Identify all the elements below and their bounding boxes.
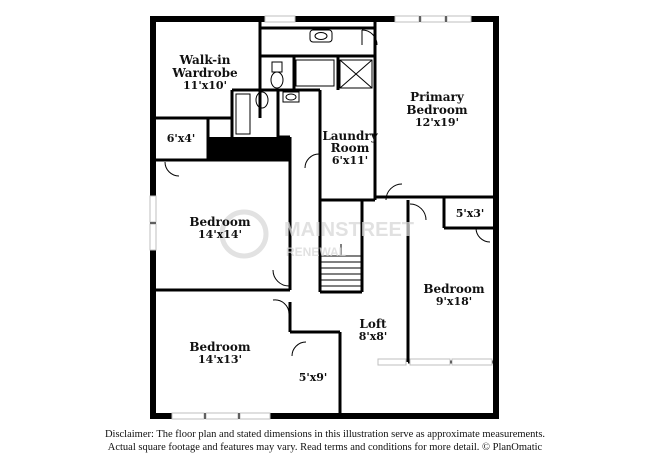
closet-5x3-label: 5'x3' xyxy=(456,207,485,220)
laundry-room-label: Laundry Room 6'x11' xyxy=(322,129,378,167)
disclaimer-line2: Actual square footage and features may v… xyxy=(107,442,543,453)
room-dimension: 14'x14' xyxy=(198,228,242,241)
room-name: Bedroom xyxy=(189,215,250,229)
bath-fixtures xyxy=(235,29,373,135)
staircase xyxy=(320,244,362,287)
room-dimension: 6'x11' xyxy=(332,154,368,167)
bedroom-right-label: Bedroom 9'x18' xyxy=(423,282,484,308)
room-name-line1: Walk-in xyxy=(179,53,231,67)
bedroom-left-top-label: Bedroom 14'x14' xyxy=(189,215,250,241)
windows xyxy=(149,15,493,420)
room-name: Bedroom xyxy=(189,340,250,354)
room-dimension: 5'x3' xyxy=(456,207,485,220)
room-dimension: 6'x4' xyxy=(167,132,196,145)
watermark-line2: RENEWAL xyxy=(286,245,346,259)
room-dimension: 11'x10' xyxy=(183,79,227,92)
closet-6x4-label: 6'x4' xyxy=(167,132,196,145)
room-name-line2: Room xyxy=(331,141,370,155)
loft-label: Loft 8'x8' xyxy=(359,317,388,343)
room-name-line2: Bedroom xyxy=(406,103,467,117)
disclaimer-line1: Disclaimer: The floor plan and stated di… xyxy=(104,429,546,440)
watermark-line1: MAINSTREET xyxy=(284,219,414,241)
watermark-logo: MAINSTREET RENEWAL xyxy=(219,209,414,259)
room-dimension: 14'x13' xyxy=(198,353,242,366)
room-dimension: 5'x9' xyxy=(299,371,328,384)
room-name-line1: Primary xyxy=(410,90,465,104)
room-dimension: 8'x8' xyxy=(359,330,388,343)
primary-bedroom-label: Primary Bedroom 12'x19' xyxy=(406,90,467,129)
disclaimer: Disclaimer: The floor plan and stated di… xyxy=(0,428,650,454)
room-name: Loft xyxy=(359,317,387,331)
room-dimension: 12'x19' xyxy=(415,116,459,129)
walk-in-wardrobe-label: Walk-in Wardrobe 11'x10' xyxy=(171,53,238,92)
room-name-line2: Wardrobe xyxy=(171,66,238,80)
room-name: Bedroom xyxy=(423,282,484,296)
bedroom-left-bottom-label: Bedroom 14'x13' xyxy=(189,340,250,366)
doors xyxy=(164,29,491,357)
solid-wall-block xyxy=(208,137,290,160)
room-dimension: 9'x18' xyxy=(436,295,472,308)
room-name-line1: Laundry xyxy=(322,129,378,143)
closet-5x9-label: 5'x9' xyxy=(299,371,328,384)
